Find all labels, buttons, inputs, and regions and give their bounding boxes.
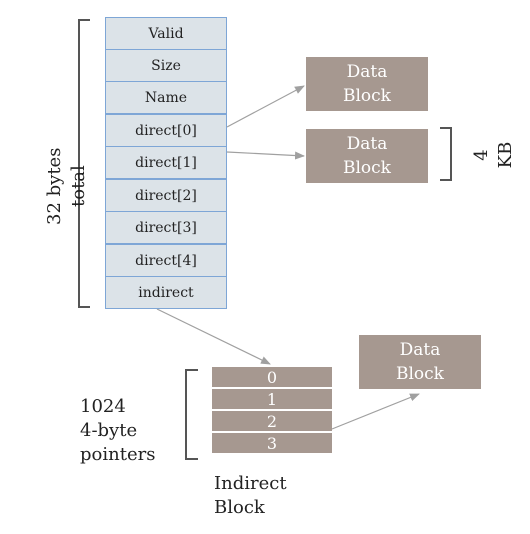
data-block-3: Data Block [359, 335, 481, 389]
indirect-entry-1: 1 [212, 389, 332, 409]
inode-size-label-line1: 32 bytes [44, 147, 65, 225]
data-block-label: Block [343, 86, 391, 106]
inode-field-size: Size [105, 49, 227, 82]
block-size-bracket [440, 127, 452, 181]
data-block-2: Data Block [306, 129, 428, 183]
inode-field-direct-2: direct[2] [105, 179, 227, 212]
inode-size-label: 32 bytes total [43, 148, 91, 225]
inode-field-indirect: indirect [105, 276, 227, 309]
indirect-entry-3: 3 [212, 433, 332, 453]
inode-field-valid: Valid [105, 17, 227, 50]
data-block-label: Data [346, 62, 388, 82]
inode-size-label-line2: total [68, 165, 89, 207]
arrow-entry2 [331, 393, 420, 430]
pointer-count-line1: 1024 [80, 396, 126, 417]
indirect-entry-2: 2 [212, 411, 332, 431]
data-block-1: Data Block [306, 57, 428, 111]
block-size-label: 4 KB [470, 135, 518, 175]
inode-bracket [78, 19, 90, 308]
block-size-label-line1: 4 [471, 149, 492, 161]
arrow-direct0 [226, 85, 305, 128]
pointer-count-line3: pointers [80, 444, 156, 465]
data-block-label: Block [343, 158, 391, 178]
indirect-entry-0: 0 [212, 367, 332, 387]
data-block-label: Data [346, 134, 388, 154]
data-block-label: Block [396, 364, 444, 384]
inode-field-direct-4: direct[4] [105, 244, 227, 277]
inode-field-direct-3: direct[3] [105, 211, 227, 244]
inode-field-name: Name [105, 81, 227, 114]
arrow-indirect [156, 308, 271, 365]
indirect-block-title: Indirect Block [214, 472, 287, 520]
data-block-label: Data [399, 340, 441, 360]
block-size-label-line2: KB [495, 141, 516, 169]
pointer-count-line2: 4-byte [80, 420, 138, 441]
indirect-bracket [185, 369, 198, 460]
indirect-block-title-line2: Block [214, 497, 265, 518]
inode-field-direct-1: direct[1] [105, 146, 227, 179]
indirect-block: 0 1 2 3 [212, 367, 332, 455]
inode-field-direct-0: direct[0] [105, 114, 227, 147]
arrow-direct1 [226, 151, 305, 160]
indirect-block-title-line1: Indirect [214, 473, 287, 494]
pointer-count-label: 1024 4-byte pointers [80, 395, 155, 467]
